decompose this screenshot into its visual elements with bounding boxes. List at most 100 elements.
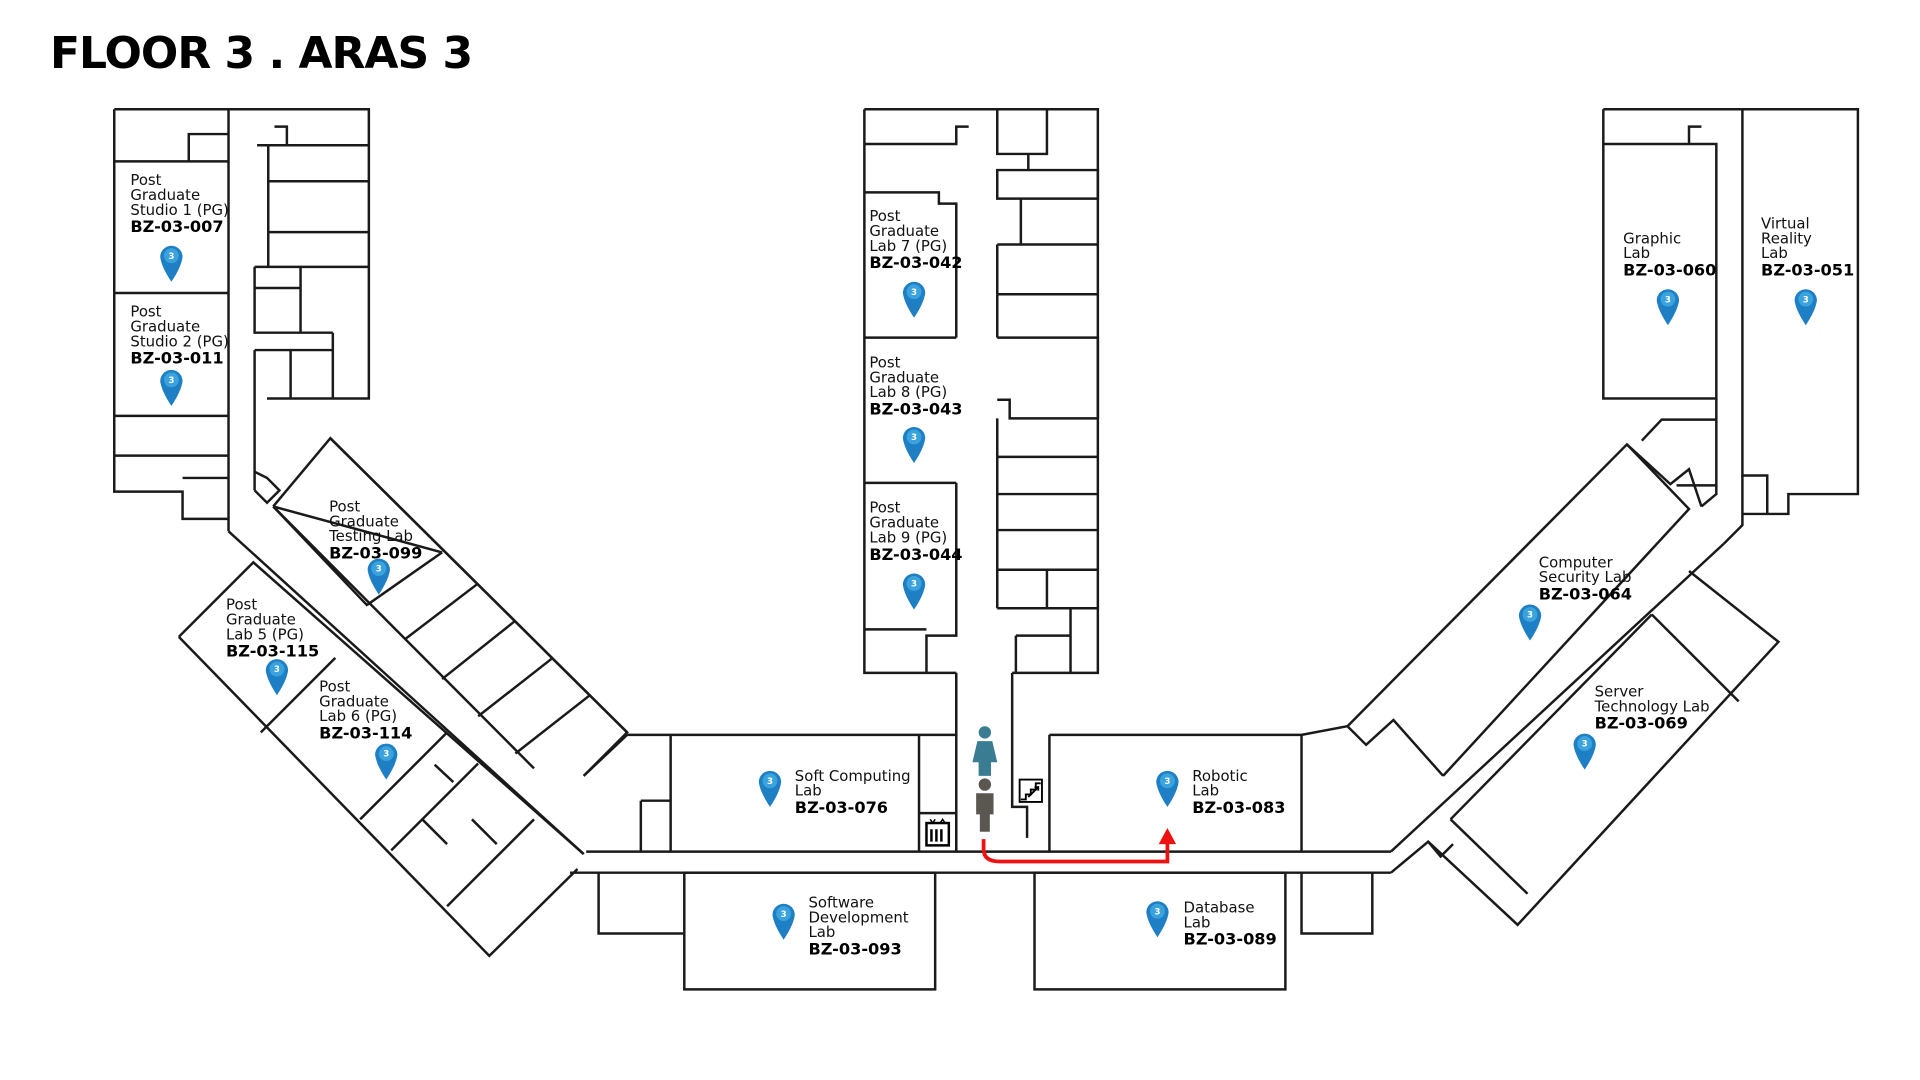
room-name-line: Lab 5 (PG) xyxy=(226,625,304,643)
location-pin-icon[interactable]: 3 xyxy=(375,743,398,780)
room-name-line: Graduate xyxy=(130,186,200,204)
room-code: BZ-03-064 xyxy=(1539,585,1632,604)
room-name-line: Graduate xyxy=(869,514,939,532)
room-name-line: Computer xyxy=(1539,553,1614,571)
room-name-line: Lab xyxy=(1761,244,1788,262)
room-name-line: Post xyxy=(130,171,161,189)
room-name-line: Lab xyxy=(1184,913,1211,931)
walls-right-block xyxy=(1602,108,1860,545)
room-name-line: Soft Computing xyxy=(795,767,911,785)
pin-floor-number: 3 xyxy=(168,252,174,262)
room-name-line: Development xyxy=(808,908,908,926)
room-name-line: Post xyxy=(869,499,900,517)
location-pin-icon[interactable]: 3 xyxy=(265,659,289,696)
room-code: BZ-03-051 xyxy=(1761,261,1854,280)
location-pin-icon[interactable]: 3 xyxy=(758,770,782,807)
room-name-line: Testing Lab xyxy=(328,527,413,545)
location-pin-icon[interactable]: 3 xyxy=(1146,901,1169,938)
location-pin-icon[interactable]: 3 xyxy=(160,245,183,282)
room-name-line: Studio 2 (PG) xyxy=(130,332,228,350)
location-pin-icon[interactable]: 3 xyxy=(902,281,926,318)
room-name-line: Studio 1 (PG) xyxy=(130,201,228,219)
location-pin-icon[interactable]: 3 xyxy=(1518,604,1542,641)
room-name-line: Lab xyxy=(808,923,835,941)
room-name-line: Software xyxy=(808,893,874,911)
room-name-line: Graduate xyxy=(319,692,389,710)
location-pin-icon[interactable]: 3 xyxy=(772,903,795,940)
room-name-line: Post xyxy=(869,207,900,225)
room-code: BZ-03-007 xyxy=(130,217,223,236)
location-pin-icon[interactable]: 3 xyxy=(160,369,183,406)
room-name-line: Post xyxy=(869,353,900,371)
room-name-line: Post xyxy=(329,497,360,515)
walls-central-tower xyxy=(863,108,1100,675)
location-pin-icon[interactable]: 3 xyxy=(902,573,926,610)
room-code: BZ-03-076 xyxy=(795,798,888,817)
room-code: BZ-03-043 xyxy=(869,400,962,419)
room-code: BZ-03-083 xyxy=(1192,798,1285,817)
room-name-line: Reality xyxy=(1761,229,1812,247)
pin-floor-number: 3 xyxy=(1527,611,1533,621)
room-name-line: Graduate xyxy=(329,512,399,530)
walls-left-wing xyxy=(177,436,629,958)
room-name-line: Security Lab xyxy=(1539,568,1632,586)
room-name-line: Lab xyxy=(1192,782,1219,800)
room-code: BZ-03-099 xyxy=(329,544,422,563)
room-name-line: Post xyxy=(226,596,257,614)
pin-floor-number: 3 xyxy=(911,433,917,443)
room-name-line: Technology Lab xyxy=(1594,697,1710,715)
room-code: BZ-03-114 xyxy=(319,724,412,743)
room-code: BZ-03-115 xyxy=(226,642,319,661)
room-name-line: Virtual xyxy=(1761,214,1810,232)
location-pin-icon[interactable]: 3 xyxy=(1794,289,1817,326)
pin-floor-number: 3 xyxy=(1582,740,1588,750)
room-code: BZ-03-044 xyxy=(869,545,962,564)
room-name-line: Lab xyxy=(795,782,822,800)
room-name-line: Post xyxy=(130,303,161,321)
location-pin-icon[interactable]: 3 xyxy=(1656,289,1680,326)
pin-floor-number: 3 xyxy=(911,580,917,590)
route-path xyxy=(981,839,1170,864)
room-name-line: Lab 9 (PG) xyxy=(869,528,947,546)
walls-left-block xyxy=(113,108,585,855)
pin-floor-number: 3 xyxy=(168,376,174,386)
male-toilet-icon xyxy=(976,778,994,832)
room-name-line: Robotic xyxy=(1192,767,1247,785)
room-name-line: Lab xyxy=(1623,244,1650,262)
room-name-line: Graphic xyxy=(1623,229,1681,247)
room-name-line: Server xyxy=(1595,682,1645,700)
room-name-line: Post xyxy=(319,677,350,695)
location-pin-icon[interactable]: 3 xyxy=(1573,733,1596,770)
room-code: BZ-03-011 xyxy=(130,349,223,368)
room-name-line: Lab 8 (PG) xyxy=(869,383,947,401)
pin-floor-number: 3 xyxy=(383,750,389,760)
room-name-line: Lab 6 (PG) xyxy=(319,707,397,725)
location-pin-icon[interactable]: 3 xyxy=(902,427,926,464)
pin-floor-number: 3 xyxy=(376,565,382,575)
walls-right-wing xyxy=(1346,442,1781,927)
pin-floor-number: 3 xyxy=(767,777,773,787)
pin-floor-number: 3 xyxy=(1803,295,1809,305)
location-pin-icon[interactable]: 3 xyxy=(1156,770,1179,807)
location-pin-icon[interactable]: 3 xyxy=(367,558,390,595)
pin-floor-number: 3 xyxy=(1154,907,1160,917)
room-code: BZ-03-060 xyxy=(1623,261,1716,280)
route-arrow-icon xyxy=(1158,828,1177,845)
